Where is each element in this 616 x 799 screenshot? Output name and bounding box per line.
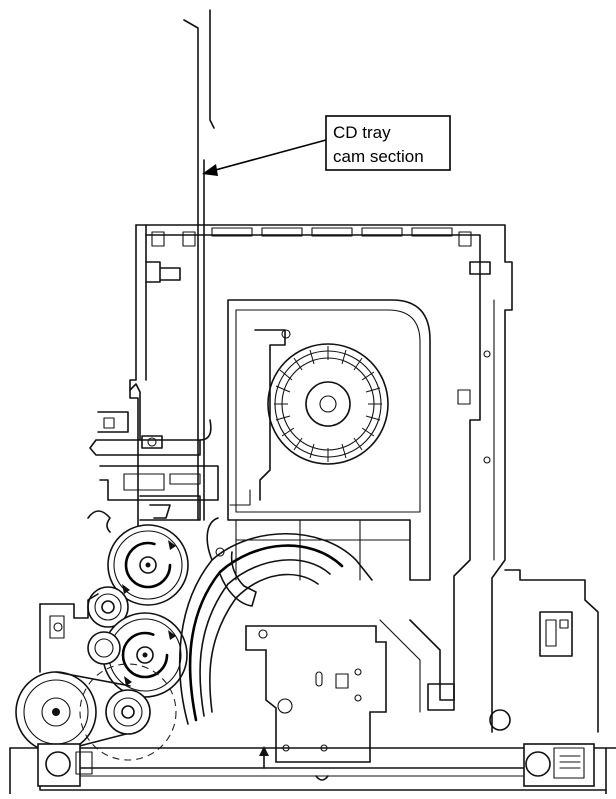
bottom-rail [9, 743, 616, 795]
idler-gear [87, 586, 129, 628]
disc-tray [227, 299, 431, 581]
callout-label-line1: CD tray [333, 123, 391, 142]
belt-pulley [79, 663, 177, 761]
callout: CD tray cam section [202, 115, 451, 176]
chassis-frame [129, 224, 513, 733]
right-side-mechanism [379, 569, 599, 733]
bracket-plate [245, 625, 387, 763]
callout-arrowhead [202, 164, 218, 176]
small-gear-lower [87, 631, 121, 665]
left-side-frame [39, 593, 99, 673]
cam-track [179, 517, 373, 725]
spindle-motor [267, 343, 389, 465]
callout-box [325, 115, 451, 171]
cam-slider-assembly [87, 383, 219, 533]
callout-leader-line [207, 139, 327, 173]
callout-label-line2: cam section [333, 147, 424, 166]
upper-cam-gear [107, 524, 189, 606]
lower-cam-gear [102, 612, 188, 698]
cam-rod [183, 9, 215, 521]
